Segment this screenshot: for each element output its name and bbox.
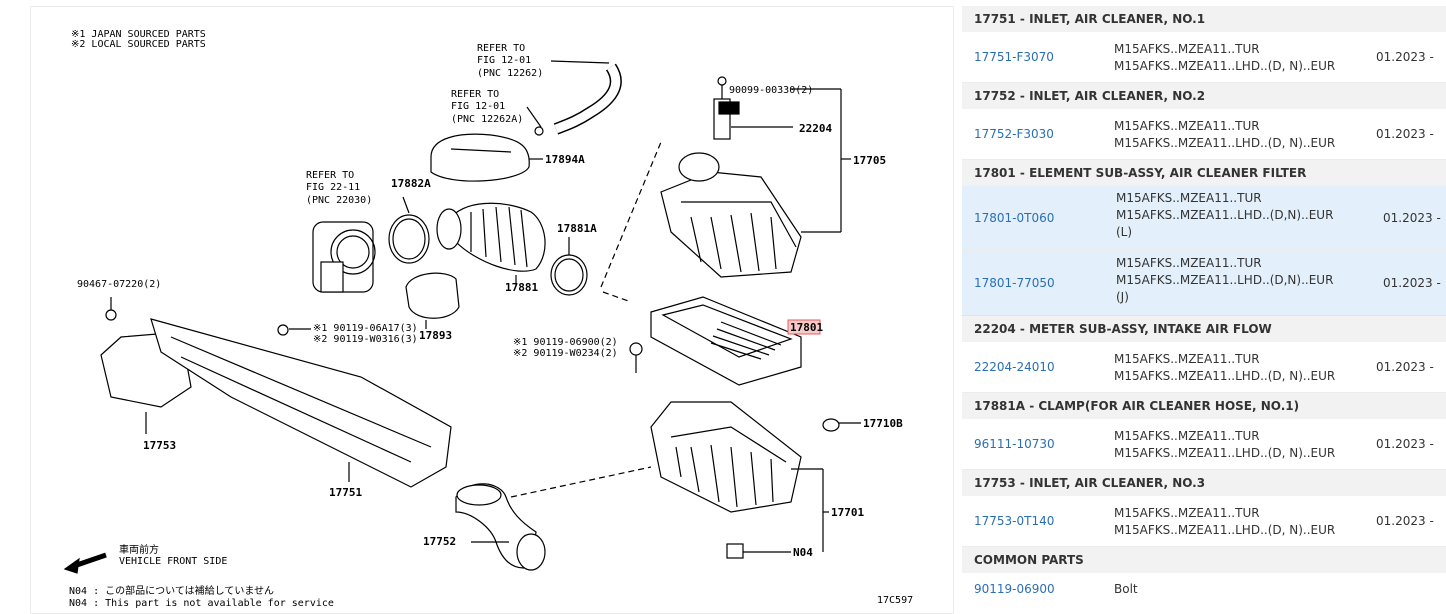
section-header: 17881A - CLAMP(FOR AIR CLEANER HOSE, NO.… [962,393,1446,419]
part-row[interactable]: 22204-24010 M15AFKS..MZEA11..TUR M15AFKS… [962,342,1446,393]
label-17801[interactable]: 17801 [790,321,823,334]
part-number-link[interactable]: 17801-77050 [974,276,1055,290]
ref-2-line1: REFER TO [451,89,499,100]
ref-3-line1: REFER TO [306,170,354,181]
section-header: COMMON PARTS [962,547,1446,573]
production-date: 01.2023 - [1376,127,1434,141]
part-row[interactable]: 17753-0T140 M15AFKS..MZEA11..TUR M15AFKS… [962,496,1446,547]
section-header: 22204 - METER SUB-ASSY, INTAKE AIR FLOW [962,316,1446,342]
applicability-line: M15AFKS..MZEA11..LHD..(D, N)..EUR [1114,523,1336,537]
ref-1-line3: (PNC 12262) [477,68,543,79]
production-date: 01.2023 - [1376,360,1434,374]
ref-3-line3: (PNC 22030) [306,195,372,206]
production-date: 01.2023 - [1376,514,1434,528]
section-header: 17751 - INLET, AIR CLEANER, NO.1 [962,6,1446,32]
label-17881A[interactable]: 17881A [557,222,597,235]
label-17705[interactable]: 17705 [853,154,886,167]
parts-list: 17751 - INLET, AIR CLEANER, NO.1 17751-F… [962,6,1446,600]
label-17752[interactable]: 17752 [423,535,456,548]
part-row[interactable]: 17752-F3030 M15AFKS..MZEA11..TUR M15AFKS… [962,109,1446,160]
legend-japan: ※1 JAPAN SOURCED PARTS [71,29,206,40]
part-applicability: M15AFKS..MZEA11..TUR M15AFKS..MZEA11..LH… [1114,428,1335,462]
part-number-link[interactable]: 22204-24010 [974,360,1055,374]
ref-3-line2: FIG 22-11 [306,182,360,193]
label-22204[interactable]: 22204 [799,122,832,135]
front-side-en: VEHICLE FRONT SIDE [119,556,227,567]
label-17893[interactable]: 17893 [419,329,452,342]
ref-2-line3: (PNC 12262A) [451,114,523,125]
ref-1-line1: REFER TO [477,43,525,54]
part-applicability: M15AFKS..MZEA11..TUR M15AFKS..MZEA11..LH… [1114,118,1335,152]
part-row-selected[interactable]: 17801-77050 M15AFKS..MZEA11..TUR M15AFKS… [962,251,1446,316]
applicability-line: M15AFKS..MZEA11..LHD..(D, N)..EUR [1114,59,1336,73]
part-row[interactable]: 96111-10730 M15AFKS..MZEA11..TUR M15AFKS… [962,419,1446,470]
part-row-selected[interactable]: 17801-0T060 M15AFKS..MZEA11..TUR M15AFKS… [962,186,1446,251]
label-17882A[interactable]: 17882A [391,177,431,190]
label-bolt-W0234[interactable]: ※2 90119-W0234(2) [513,348,618,359]
part-applicability: M15AFKS..MZEA11..TUR M15AFKS..MZEA11..LH… [1114,505,1335,539]
section-header: 17753 - INLET, AIR CLEANER, NO.3 [962,470,1446,496]
exploded-view-drawing: ※1 JAPAN SOURCED PARTS ※2 LOCAL SOURCED … [63,29,913,609]
note-en: N04 : This part is not available for ser… [69,598,334,609]
applicability-line: M15AFKS..MZEA11..LHD..(D, N)..EUR [1114,369,1336,383]
ref-2-line2: FIG 12-01 [451,101,505,112]
label-bolt-W0316[interactable]: ※2 90119-W0316(3) [313,334,418,345]
part-row[interactable]: 90119-06900 Bolt [962,573,1446,600]
applicability-line: M15AFKS..MZEA11..TUR [1116,191,1262,205]
part-row[interactable]: 17751-F3070 M15AFKS..MZEA11..TUR M15AFKS… [962,32,1446,83]
parts-diagram: ※1 JAPAN SOURCED PARTS ※2 LOCAL SOURCED … [30,6,954,614]
ref-1-line2: FIG 12-01 [477,55,531,66]
legend-local: ※2 LOCAL SOURCED PARTS [71,39,206,50]
part-applicability: M15AFKS..MZEA11..TUR M15AFKS..MZEA11..LH… [1116,255,1333,306]
applicability-line: M15AFKS..MZEA11..TUR [1114,42,1260,56]
label-17881[interactable]: 17881 [505,281,538,294]
label-bolt-06900[interactable]: ※1 90119-06900(2) [513,337,618,348]
applicability-line: (J) [1116,290,1129,304]
applicability-line: M15AFKS..MZEA11..LHD..(D, N)..EUR [1114,446,1336,460]
applicability-line: M15AFKS..MZEA11..TUR [1114,119,1260,133]
applicability-line: (L) [1116,225,1133,239]
applicability-line: M15AFKS..MZEA11..TUR [1116,256,1262,270]
part-applicability: M15AFKS..MZEA11..TUR M15AFKS..MZEA11..LH… [1114,351,1335,385]
part-number-link[interactable]: 17751-F3070 [974,50,1054,64]
section-header: 17801 - ELEMENT SUB-ASSY, AIR CLEANER FI… [962,160,1446,186]
label-17701[interactable]: 17701 [831,506,864,519]
label-17710B[interactable]: 17710B [863,417,903,430]
part-number-link[interactable]: 17752-F3030 [974,127,1054,141]
note-jp: N04 : この部品については補給していません [69,584,274,597]
part-applicability: M15AFKS..MZEA11..TUR M15AFKS..MZEA11..LH… [1114,41,1335,75]
production-date: 01.2023 - [1376,50,1434,64]
applicability-line: Bolt [1114,582,1138,596]
production-date: 01.2023 - [1383,211,1441,225]
applicability-line: M15AFKS..MZEA11..LHD..(D,N)..EUR [1116,208,1334,222]
applicability-line: M15AFKS..MZEA11..TUR [1114,352,1260,366]
label-bolt-06A17[interactable]: ※1 90119-06A17(3) [313,323,418,334]
label-17801-highlight [787,319,821,335]
applicability-line: M15AFKS..MZEA11..LHD..(D, N)..EUR [1114,136,1336,150]
production-date: 01.2023 - [1383,276,1441,290]
part-applicability: M15AFKS..MZEA11..TUR M15AFKS..MZEA11..LH… [1116,190,1333,241]
applicability-line: M15AFKS..MZEA11..LHD..(D,N)..EUR [1116,273,1334,287]
part-number-link[interactable]: 90119-06900 [974,582,1055,596]
applicability-line: M15AFKS..MZEA11..TUR [1114,429,1260,443]
part-applicability: Bolt [1114,581,1138,598]
part-number-link[interactable]: 17801-0T060 [974,211,1055,225]
label-17753[interactable]: 17753 [143,439,176,452]
label-17751[interactable]: 17751 [329,486,362,499]
label-N04[interactable]: N04 [793,546,813,559]
production-date: 01.2023 - [1376,437,1434,451]
applicability-line: M15AFKS..MZEA11..TUR [1114,506,1260,520]
part-number-link[interactable]: 96111-10730 [974,437,1055,451]
section-header: 17752 - INLET, AIR CLEANER, NO.2 [962,83,1446,109]
front-side-jp: 車両前方 [119,543,159,556]
label-17894A[interactable]: 17894A [545,153,585,166]
label-bolt-90099[interactable]: 90099-00330(2) [729,85,813,96]
diagram-code: 17C597 [877,595,913,606]
label-bolt-90467[interactable]: 90467-07220(2) [77,279,161,290]
part-number-link[interactable]: 17753-0T140 [974,514,1055,528]
